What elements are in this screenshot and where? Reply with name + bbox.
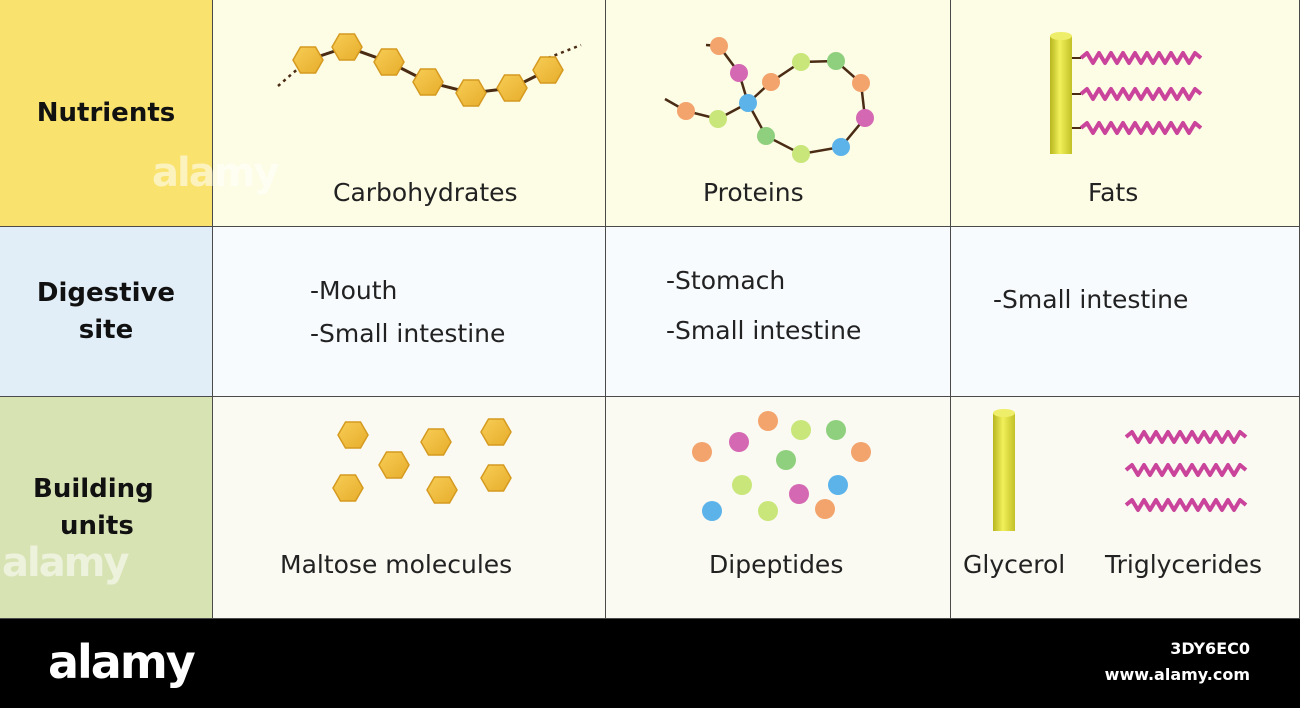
cell-site-fats: -Small intestine <box>951 227 1300 397</box>
label-maltose-molecules: Maltose molecules <box>280 550 513 579</box>
watermark-left: alamy <box>152 150 279 196</box>
site-stomach: -Stomach <box>666 266 786 295</box>
nutrient-table: Nutrients <box>0 0 1300 619</box>
row-header-nutrients: Nutrients <box>0 0 213 227</box>
cell-fats: Fats <box>951 0 1300 227</box>
image-id: 3DY6EC0 <box>1170 639 1250 658</box>
site-small-intestine-carbs: -Small intestine <box>310 319 506 348</box>
cell-units-carbohydrates: Maltose molecules <box>213 397 606 619</box>
footer-url[interactable]: www.alamy.com <box>1104 665 1250 684</box>
site-mouth: -Mouth <box>310 276 398 305</box>
cell-carbohydrates: Carbohydrates <box>213 0 606 227</box>
cell-units-fats: Glycerol Triglycerides <box>951 397 1300 619</box>
row-header-digestive-line-2: site <box>78 314 134 345</box>
site-small-intestine-fats: -Small intestine <box>993 285 1189 314</box>
row-header-building-units: Building units <box>0 397 213 619</box>
amino-acid-orange <box>710 37 728 55</box>
label-dipeptides: Dipeptides <box>709 550 844 579</box>
row-header-digestive-site-label: Digestive site <box>37 275 175 349</box>
watermark-bottom-left: alamy <box>2 540 129 586</box>
footer-bar: alamy 3DY6EC0 www.alamy.com <box>0 619 1300 708</box>
row-header-nutrients-label: Nutrients <box>36 97 176 128</box>
cell-site-carbohydrates: -Mouth -Small intestine <box>213 227 606 397</box>
cell-site-proteins: -Stomach -Small intestine <box>606 227 951 397</box>
label-triglycerides: Triglycerides <box>1105 550 1263 579</box>
amino-acid-chain-icon <box>664 37 874 163</box>
alamy-logo: alamy <box>48 635 196 689</box>
row-header-digestive-line-1: Digestive <box>36 277 176 308</box>
dipeptide-beads-icon <box>692 411 871 521</box>
row-header-building-line-2: units <box>60 510 134 541</box>
maltose-molecules-icon <box>332 418 512 504</box>
row-header-building-line-1: Building <box>33 473 154 504</box>
triglyceride-icon <box>1050 32 1203 154</box>
label-glycerol: Glycerol <box>963 550 1066 579</box>
glycerol-cylinder-icon <box>993 409 1015 531</box>
label-fats: Fats <box>1088 178 1139 207</box>
site-small-intestine-proteins: -Small intestine <box>666 316 862 345</box>
cell-proteins: Proteins <box>606 0 951 227</box>
glucose-chain-icon <box>277 33 582 107</box>
row-header-building-units-label: Building units <box>33 471 154 545</box>
label-carbohydrates: Carbohydrates <box>333 178 518 207</box>
cell-units-proteins: Dipeptides <box>606 397 951 619</box>
row-header-digestive-site: Digestive site <box>0 227 213 397</box>
label-proteins: Proteins <box>703 178 804 207</box>
fatty-acid-chains-icon <box>1124 430 1248 512</box>
